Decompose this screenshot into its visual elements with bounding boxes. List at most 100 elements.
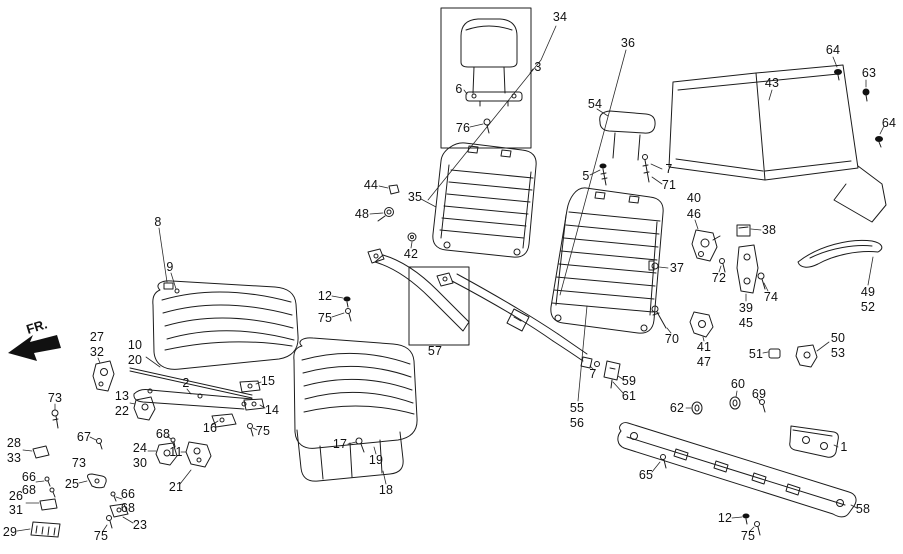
small-headrest-drawing (599, 110, 656, 186)
seatback-right-drawing (550, 187, 664, 334)
part-label-69: 69 (751, 386, 767, 401)
part-label-36: 36 (620, 35, 636, 50)
part-label-27: 27 (89, 329, 105, 344)
part-label-52: 52 (860, 299, 876, 314)
part-label-8: 8 (154, 214, 162, 229)
part-label-48: 48 (354, 206, 370, 221)
part-label-75: 75 (317, 310, 333, 325)
part-label-60: 60 (730, 376, 746, 391)
part-label-33: 33 (6, 450, 22, 465)
part-label-75: 75 (740, 528, 756, 543)
part-label-32: 32 (89, 344, 105, 359)
part-label-18: 18 (378, 482, 394, 497)
part-label-75: 75 (93, 528, 109, 543)
part-label-9: 9 (166, 259, 174, 274)
cushion-right-drawing (293, 337, 418, 482)
part-label-26: 26 (8, 488, 24, 503)
part-label-63: 63 (861, 65, 877, 80)
part-label-65: 65 (638, 467, 654, 482)
part-label-38: 38 (761, 222, 777, 237)
part-label-20: 20 (127, 352, 143, 367)
part-label-50: 50 (830, 330, 846, 345)
part-label-28: 28 (6, 435, 22, 450)
part-label-39: 39 (738, 300, 754, 315)
part-label-42: 42 (403, 246, 419, 261)
part-label-64: 64 (825, 42, 841, 57)
part-label-1: 1 (840, 439, 848, 454)
part-label-11: 11 (169, 444, 183, 459)
part-label-35: 35 (407, 189, 423, 204)
part-label-13: 13 (114, 388, 130, 403)
part-label-12: 12 (717, 510, 733, 525)
seatbelts-drawing (367, 248, 621, 389)
part-label-49: 49 (860, 284, 876, 299)
part-label-53: 53 (830, 345, 846, 360)
part-label-41: 41 (696, 339, 712, 354)
part-label-19: 19 (368, 452, 384, 467)
part-label-16: 16 (202, 420, 218, 435)
part-label-61: 61 (621, 388, 637, 403)
part-label-57: 57 (427, 343, 443, 358)
headrest-drawing (460, 18, 523, 134)
part-label-75: 75 (255, 423, 271, 438)
part-label-3: 3 (534, 59, 542, 74)
fr-arrow: FR. (8, 316, 61, 361)
part-label-25: 25 (64, 476, 80, 491)
part-label-2: 2 (182, 375, 190, 390)
part-label-46: 46 (686, 206, 702, 221)
rear-panel-drawing (668, 64, 887, 223)
seatback-left-drawing (432, 142, 537, 258)
part-label-5: 5 (582, 168, 590, 183)
part-label-22: 22 (114, 403, 130, 418)
part-label-76: 76 (455, 120, 471, 135)
part-label-73: 73 (47, 390, 63, 405)
hardware-drawing (30, 184, 839, 538)
part-label-59: 59 (621, 373, 637, 388)
part-label-47: 47 (696, 354, 712, 369)
part-label-68: 68 (120, 500, 136, 515)
part-label-70: 70 (664, 331, 680, 346)
part-label-55: 55 (569, 400, 585, 415)
headrest-box-outline (440, 7, 532, 149)
leader-lines (16, 25, 885, 532)
part-label-40: 40 (686, 190, 702, 205)
part-label-43: 43 (764, 75, 780, 90)
part-label-73: 73 (71, 455, 87, 470)
part-label-56: 56 (569, 415, 585, 430)
part-label-12: 12 (317, 288, 333, 303)
part-label-54: 54 (587, 96, 603, 111)
part-label-68: 68 (155, 426, 171, 441)
part-label-37: 37 (669, 260, 685, 275)
side-trim-drawing (797, 239, 883, 268)
part-label-45: 45 (738, 315, 754, 330)
fr-label: FR. (24, 316, 48, 336)
cushion-left-drawing (129, 280, 299, 410)
part-label-58: 58 (855, 501, 871, 516)
part-label-7: 7 (665, 161, 673, 176)
part-label-72: 72 (711, 270, 727, 285)
part-label-64: 64 (881, 115, 897, 130)
part-label-74: 74 (763, 289, 779, 304)
part-label-17: 17 (332, 436, 348, 451)
part-label-24: 24 (132, 440, 148, 455)
part-label-67: 67 (76, 429, 92, 444)
part-label-31: 31 (8, 502, 24, 517)
part-label-66: 66 (120, 486, 136, 501)
part-label-10: 10 (127, 337, 143, 352)
part-label-34: 34 (552, 9, 568, 24)
part-label-71: 71 (661, 177, 677, 192)
part-label-30: 30 (132, 455, 148, 470)
part-label-14: 14 (264, 402, 280, 417)
part-label-44: 44 (363, 177, 379, 192)
part-label-21: 21 (168, 479, 184, 494)
part-label-7: 7 (589, 366, 597, 381)
part-label-29: 29 (2, 524, 18, 539)
part-label-6: 6 (455, 81, 463, 96)
part-label-68: 68 (21, 482, 37, 497)
part-label-15: 15 (260, 373, 276, 388)
lower-panel-drawing (617, 422, 857, 536)
part-label-66: 66 (21, 469, 37, 484)
part-label-51: 51 (748, 346, 764, 361)
